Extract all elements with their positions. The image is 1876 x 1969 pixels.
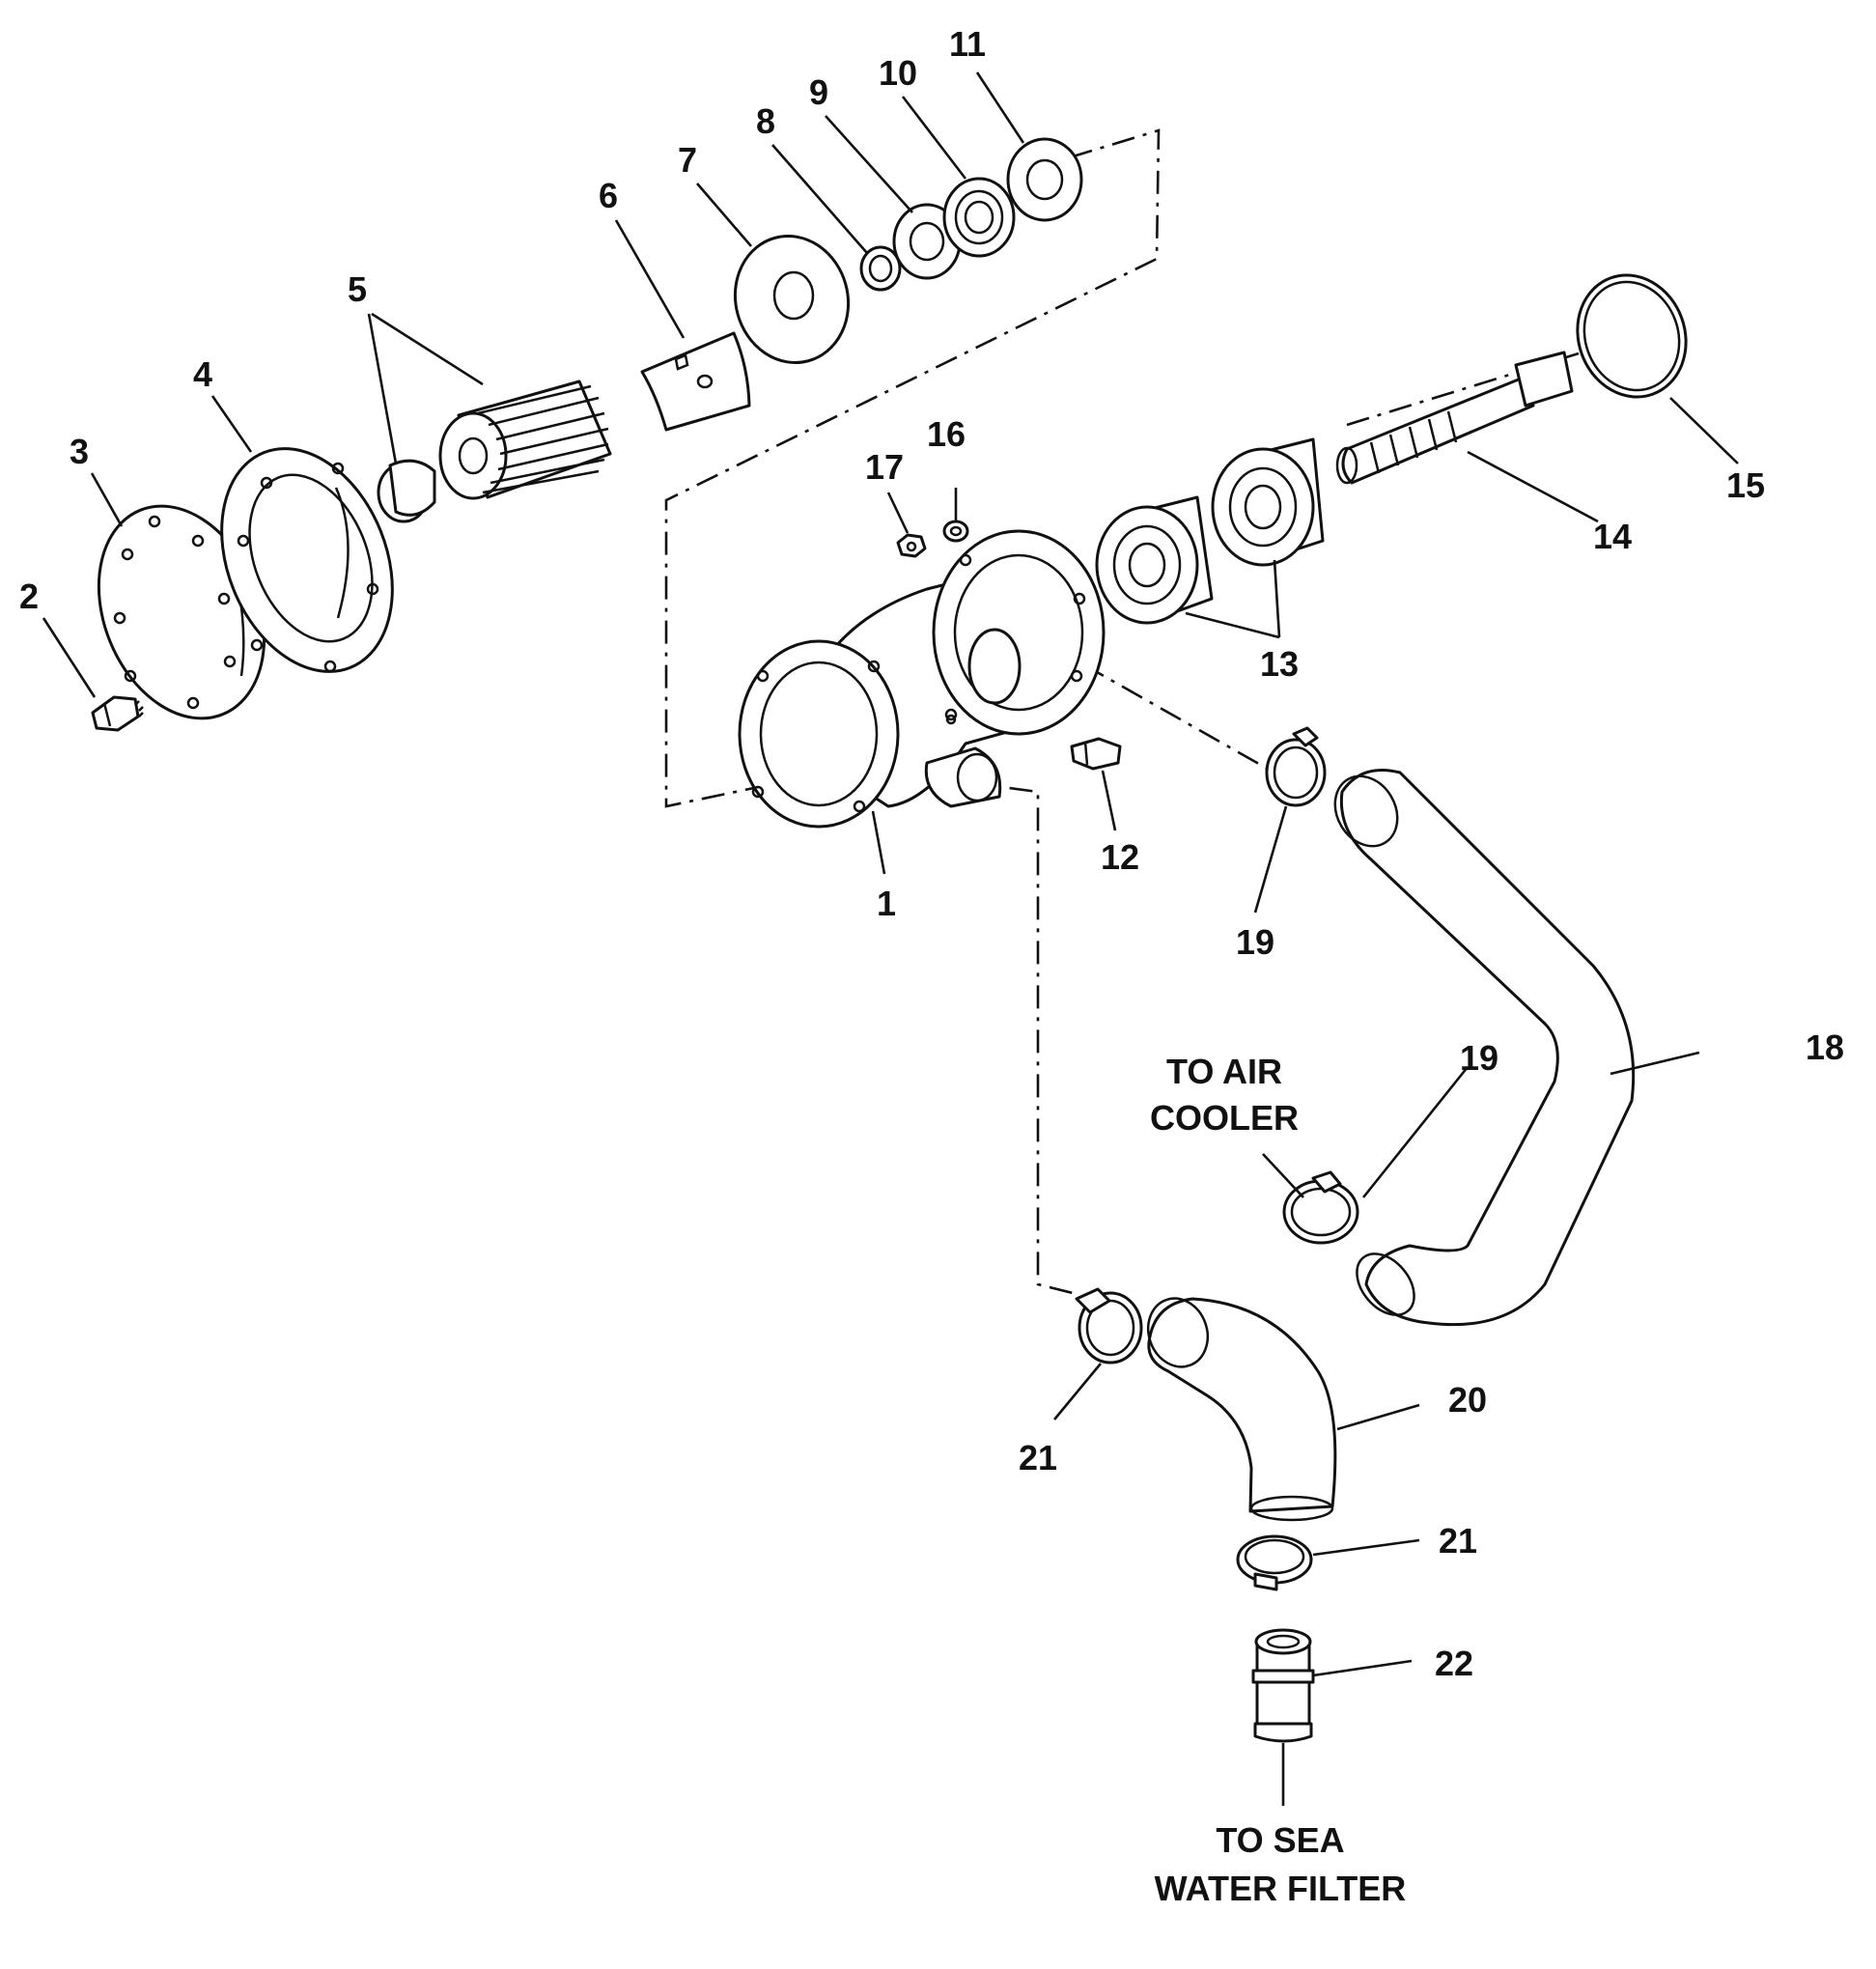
callout-12: 12 [1101, 837, 1139, 877]
callout-19-lower: 19 [1460, 1038, 1498, 1078]
callout-15: 15 [1726, 465, 1765, 505]
leader-lines [42, 71, 1739, 1677]
callout-21-upper: 21 [1019, 1438, 1057, 1477]
part-hose-18 [1333, 769, 1636, 1327]
callout-10: 10 [879, 53, 917, 93]
part-screw-12 [1070, 737, 1122, 771]
destination-notes: TO AIR COOLER TO SEA WATER FILTER [1150, 1052, 1406, 1908]
part-wear-plate-7 [733, 235, 851, 364]
callout-6: 6 [599, 176, 618, 215]
callout-3: 3 [70, 432, 89, 471]
part-seal-10 [942, 177, 1016, 258]
part-bearing-13b [1211, 437, 1325, 567]
callout-14: 14 [1593, 517, 1632, 556]
part-clamp-21-upper [1075, 1287, 1143, 1364]
part-clamp-19-upper [1265, 726, 1327, 807]
note-sea-water-line2: WATER FILTER [1155, 1869, 1407, 1908]
part-pump-housing-1 [738, 529, 1106, 829]
note-air-cooler-line2: COOLER [1150, 1098, 1299, 1138]
part-impeller-5 [377, 380, 612, 523]
part-gasket-4 [220, 447, 394, 673]
callout-13: 13 [1260, 644, 1299, 684]
callout-9: 9 [809, 72, 828, 112]
callout-4: 4 [193, 354, 212, 394]
callout-22: 22 [1435, 1644, 1473, 1683]
part-ring-8 [859, 245, 902, 292]
callout-labels: 1 2 3 4 5 6 7 8 9 10 11 12 13 14 15 16 1… [19, 24, 1844, 1683]
callout-2: 2 [19, 577, 39, 616]
part-cam-6 [640, 331, 751, 432]
part-elbow-20 [1146, 1297, 1337, 1522]
part-seal-ring-11 [1006, 137, 1083, 222]
part-clamp-21-lower [1236, 1534, 1313, 1591]
part-fitting-22 [1251, 1628, 1315, 1743]
part-screw-2 [91, 695, 144, 732]
part-bearing-13a [1095, 495, 1214, 625]
part-nut-17 [896, 533, 927, 558]
note-sea-water-line1: TO SEA [1216, 1820, 1344, 1860]
callout-16: 16 [927, 414, 966, 454]
part-clamp-19-lower [1282, 1170, 1359, 1245]
assembly-guide-lines [664, 128, 1580, 1296]
callout-1: 1 [877, 884, 896, 923]
callout-7: 7 [678, 140, 697, 180]
part-washer-16 [942, 520, 969, 543]
callout-18: 18 [1806, 1027, 1844, 1067]
callout-21-lower: 21 [1439, 1521, 1477, 1561]
callout-8: 8 [756, 101, 775, 141]
callout-11: 11 [949, 24, 986, 64]
callout-20: 20 [1448, 1380, 1487, 1420]
part-shaft-14 [1335, 351, 1574, 485]
part-o-ring-15 [1576, 273, 1688, 399]
callout-19-upper: 19 [1236, 922, 1274, 962]
callout-17: 17 [865, 447, 904, 487]
callout-5: 5 [348, 269, 367, 309]
note-air-cooler-line1: TO AIR [1166, 1052, 1282, 1091]
